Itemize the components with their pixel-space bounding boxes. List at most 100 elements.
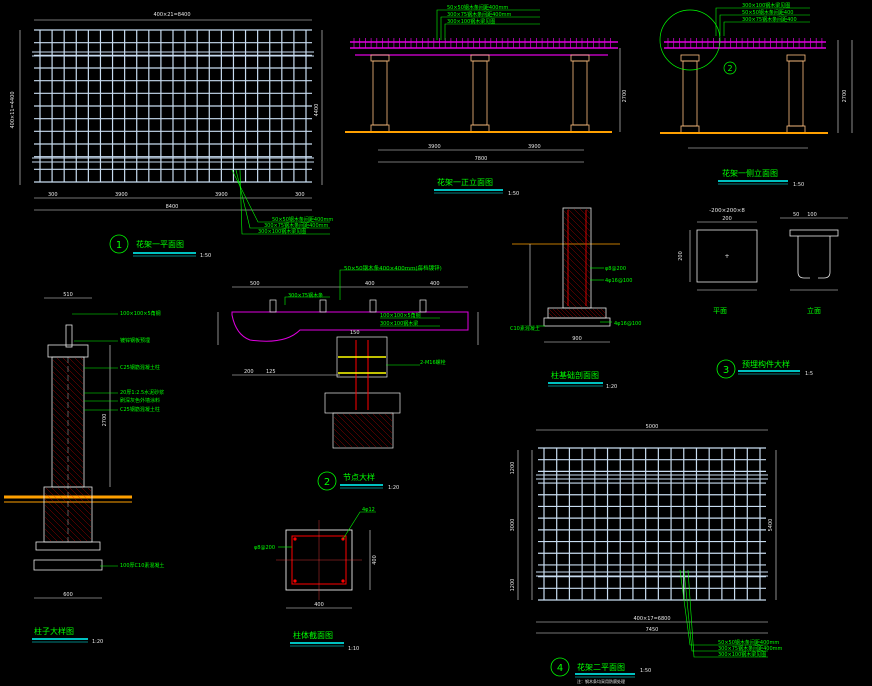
side-elevation-dim-height: 2700 bbox=[842, 90, 848, 103]
embed-detail-dim-c: 100 bbox=[807, 212, 817, 218]
node-detail-beam-profile bbox=[231, 311, 469, 342]
plan-1-scale: 1:50 bbox=[200, 253, 211, 259]
plan-1-dim-top: 400×21=8400 bbox=[153, 12, 190, 18]
column-base bbox=[370, 124, 390, 133]
plan-2-scale: 1:50 bbox=[640, 668, 651, 674]
embed-detail-number-circle bbox=[716, 359, 736, 379]
side-elevation-mark: 2 bbox=[727, 64, 732, 73]
plan-1-number: 1 bbox=[116, 240, 122, 251]
embed-detail-dim-b: 50 bbox=[793, 212, 799, 218]
plan-1-dim-total: 8400 bbox=[166, 204, 179, 210]
front-elevation-view: 3900 3900 7800 2700 50×50钢木条间距400mm 300×… bbox=[345, 4, 628, 197]
column-section-dim-height: 400 bbox=[372, 555, 378, 565]
column-cap bbox=[570, 54, 590, 62]
column-shaft bbox=[472, 60, 488, 126]
plan-1-callout-1: 50×50钢木条间距400mm bbox=[272, 216, 333, 223]
foundation-dim-width: 900 bbox=[572, 336, 582, 342]
plan-1-dim-left: 400×11=4400 bbox=[10, 91, 16, 128]
side-elevation-columns bbox=[680, 54, 806, 134]
plan-2-dim-right: 5400 bbox=[768, 519, 774, 532]
plan-2-view: 5000 400×17=6800 7450 1200 3000 1200 540… bbox=[510, 424, 783, 684]
front-elevation-title: 花架一正立面图 bbox=[437, 177, 493, 187]
node-detail-view: 500 400 400 200 125 150 50×50钢木条400×400m… bbox=[217, 264, 479, 491]
plan-1-dim-bottom-b: 3900 bbox=[115, 192, 128, 198]
column-shaft bbox=[372, 60, 388, 126]
node-detail-dim-bottom-a: 200 bbox=[244, 369, 254, 375]
column-section-view: 400 400 4φ12 φ8@200 柱体截面图 1:10 bbox=[254, 507, 378, 652]
column-detail-callout-4: 20厚1:2.5水泥砂浆 bbox=[120, 389, 164, 396]
embed-detail-plate bbox=[696, 229, 758, 283]
plan-1-title: 花架一平面图 bbox=[136, 239, 184, 249]
foundation-callout-1: φ8@200 bbox=[605, 266, 626, 272]
plan-2-dim-left-c: 1200 bbox=[510, 579, 516, 592]
node-detail-dim-bottom-b: 125 bbox=[266, 369, 276, 375]
embed-detail-number: 3 bbox=[723, 365, 729, 376]
front-elevation-scale: 1:50 bbox=[508, 191, 519, 197]
side-column-base bbox=[786, 125, 806, 134]
side-column-cap bbox=[786, 54, 806, 62]
side-elevation-title: 花架一侧立面图 bbox=[722, 168, 778, 178]
plan-1-dim-bottom-d: 300 bbox=[295, 192, 305, 198]
column-shaft bbox=[572, 60, 588, 126]
node-detail-callout-5: 2-M16螺栓 bbox=[420, 359, 446, 366]
side-column-cap bbox=[680, 54, 700, 62]
side-column-shaft bbox=[682, 60, 698, 127]
column-base bbox=[470, 124, 490, 133]
side-elevation-view: 2 300×100钢木梁见图 50×50钢木条间距400 300×75钢木条间距… bbox=[659, 2, 853, 188]
column-detail-scale: 1:20 bbox=[92, 639, 103, 645]
plan-2-dim-bottom: 400×17=6800 bbox=[633, 616, 670, 622]
plan-2-number-circle bbox=[550, 657, 570, 677]
plan-1-view: 400×21=8400 400×11=4400 300 3900 3900 30… bbox=[10, 12, 333, 259]
side-elevation-callout-2: 50×50钢木条间距400 bbox=[742, 9, 793, 16]
plan-1-callout-2: 300×75钢木条间距400mm bbox=[264, 222, 329, 229]
foundation-callout-2: 4φ16@100 bbox=[605, 278, 632, 284]
side-elevation-scale: 1:50 bbox=[793, 182, 804, 188]
front-elevation-callout-3: 300×100钢木梁见图 bbox=[447, 18, 495, 25]
column-detail-dim-height: 2700 bbox=[102, 414, 108, 427]
column-detail-callout-5: 刷深灰色外墙涂料 bbox=[120, 397, 160, 404]
plan-1-dim-bottom-c: 3900 bbox=[215, 192, 228, 198]
foundation-hatch bbox=[548, 208, 606, 318]
plan-2-lattice-grid bbox=[536, 447, 768, 601]
side-column-shaft bbox=[788, 60, 804, 127]
plan-1-callout-3: 300×100钢木梁见图 bbox=[258, 228, 306, 235]
embed-detail-view: + -200×200×8 200 200 100 50 平面 立面 3 预埋构件… bbox=[678, 208, 848, 379]
side-elevation-detail-circle bbox=[659, 9, 721, 71]
plan-2-note: 注：钢木条均采用防腐处理 bbox=[577, 678, 625, 684]
column-detail-callout-6: C25钢筋混凝土柱 bbox=[120, 406, 160, 413]
front-elevation-dim-height: 2700 bbox=[622, 90, 628, 103]
node-detail-callout-2: 300×75钢木条 bbox=[288, 292, 323, 299]
node-detail-title: 节点大样 bbox=[343, 472, 375, 482]
side-column-base bbox=[680, 125, 700, 134]
embed-detail-title: 预埋构件大样 bbox=[742, 359, 790, 369]
plan-1-number-circle bbox=[109, 234, 129, 254]
node-detail-hatch bbox=[333, 413, 393, 448]
front-elevation-columns bbox=[370, 54, 590, 133]
column-section-callout-2: φ8@200 bbox=[254, 545, 275, 551]
side-elevation-beam bbox=[664, 38, 826, 49]
front-elevation-dim-b: 3900 bbox=[528, 144, 541, 150]
plan-2-dim-left-b: 3000 bbox=[510, 519, 516, 532]
column-detail-callout-2: 镀锌钢板预埋 bbox=[120, 337, 150, 344]
plan-2-dim-total: 7450 bbox=[646, 627, 659, 633]
node-detail-scale: 1:20 bbox=[388, 485, 399, 491]
node-detail-dim-top-a: 500 bbox=[250, 281, 260, 287]
front-elevation-beam bbox=[350, 38, 618, 56]
front-elevation-dim-total: 7800 bbox=[475, 156, 488, 162]
plan-2-dim-left-a: 1200 bbox=[510, 462, 516, 475]
front-elevation-callout-1: 50×50钢木条间距400mm bbox=[447, 4, 508, 11]
column-section-title: 柱体截面图 bbox=[293, 630, 333, 640]
column-detail-callout-7: 100厚C10素混凝土 bbox=[120, 562, 164, 569]
foundation-scale: 1:20 bbox=[606, 384, 617, 390]
side-elevation-mark-circle bbox=[723, 61, 737, 75]
foundation-title: 柱基础剖面图 bbox=[551, 370, 599, 380]
column-detail-dim-bottom: 600 bbox=[63, 592, 73, 598]
column-detail-title: 柱子大样图 bbox=[34, 626, 74, 636]
plan-2-callout-2: 300×75钢木条间距400mm bbox=[718, 645, 783, 652]
plan-2-title: 花架二平面图 bbox=[577, 662, 625, 672]
foundation-view: 900 φ8@200 4φ16@100 4φ16@100 C10素混凝土 柱基础… bbox=[510, 207, 641, 390]
front-elevation-dim-a: 3900 bbox=[428, 144, 441, 150]
plan-1-lattice-grid bbox=[32, 29, 314, 183]
column-section-dim-width: 400 bbox=[314, 602, 324, 608]
